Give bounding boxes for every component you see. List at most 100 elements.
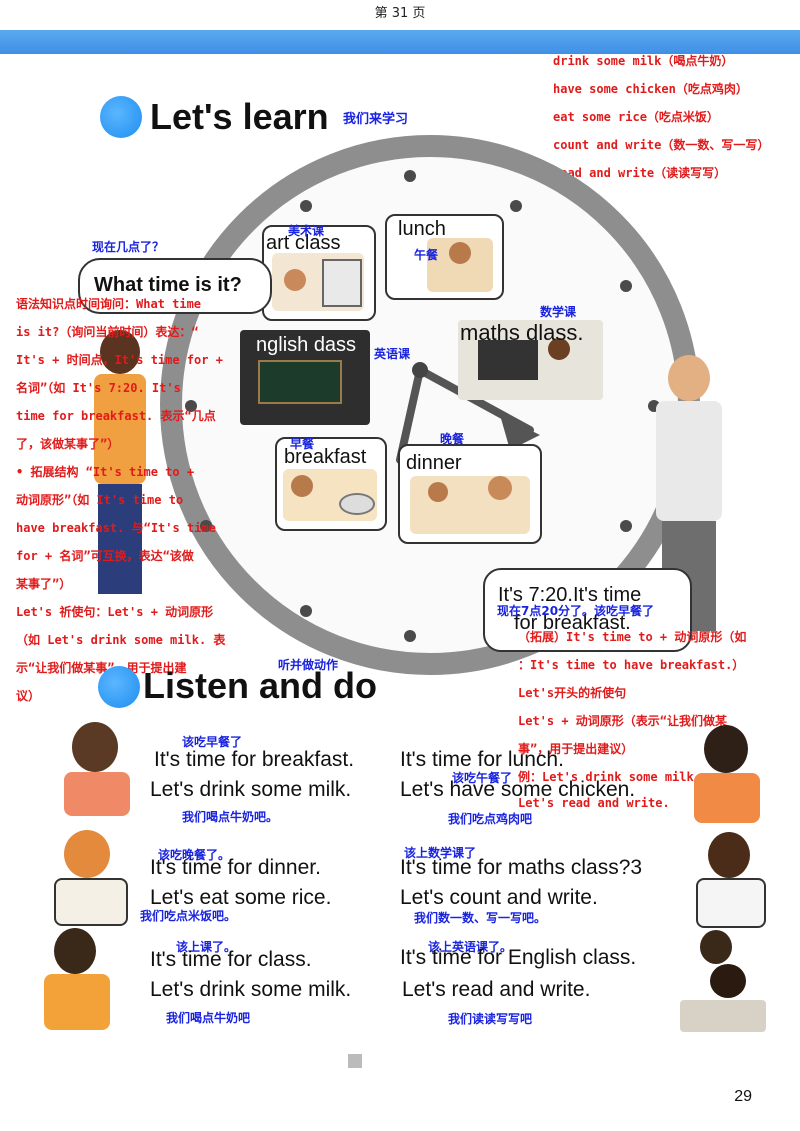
teacher-speech-cn: 现在7点20分了。该吃早餐了 [497, 604, 655, 618]
grammar-line: Let's 祈使句：Let's + 动词原形 [16, 605, 214, 619]
grammar-notes-right: （拓展）It's time to + 动词原形（如 ：It's time to … [518, 628, 746, 824]
maths-board-icon [478, 340, 538, 380]
question-text-cn: 现在几点了？ [92, 240, 165, 254]
stamp-icon [348, 1054, 362, 1068]
row2-right-cn1: 该上数学课了 [404, 846, 477, 860]
girl-head-icon [72, 722, 118, 772]
clock-tick-icon [200, 520, 212, 532]
plate-icon [339, 493, 375, 515]
grammar-line: 语法知识点时间询问：What time [16, 297, 202, 311]
boy-pants-icon [98, 484, 142, 594]
dinner-label: dinner [406, 452, 462, 474]
girl-head-icon [64, 830, 110, 878]
grammar-line: （拓展）It's time to + 动词原形（如 [518, 630, 747, 644]
teacher-speech-line1: It's 7:20.It's time [498, 584, 642, 606]
grammar-line: Let's + 动词原形（表示“让我们做某 [518, 714, 728, 728]
easel-icon [322, 259, 362, 307]
clock-tick-icon [300, 605, 312, 617]
clock-hands-icon [396, 362, 540, 464]
art-class-scene [272, 253, 364, 311]
teacher-shirt-icon [656, 401, 722, 521]
row2-right-line1: It's time for maths class?3 [400, 856, 643, 879]
grammar-line: Let's开头的祈使句 [518, 686, 627, 700]
boy-figure [90, 330, 150, 600]
breakfast-scene [283, 469, 377, 521]
phrase-item: have some chicken（吃点鸡肉） [553, 82, 748, 96]
phrase-item: eat some rice（吃点米饭） [553, 110, 719, 124]
art-class-label-cn: 美术课 [288, 224, 325, 238]
boy-shirt-icon [94, 374, 146, 484]
phrase-item: read and write（读读写写） [553, 166, 727, 180]
child-head-icon [449, 242, 471, 264]
boy-figure-5 [690, 832, 770, 928]
dinner-panel [398, 444, 542, 544]
boy-figure-3 [40, 926, 130, 1036]
dinner-label-cn: 晚餐 [440, 432, 465, 446]
section-bullet-icon [100, 96, 142, 138]
row3-right-cn1: 该上英语课了。 [428, 940, 513, 954]
maths-class-panel [458, 320, 603, 400]
clock-tick-icon [300, 200, 312, 212]
page-number: 29 [734, 1088, 752, 1105]
row1-left-line2: Let's drink some milk. [150, 778, 352, 801]
boy-shirt-icon [44, 974, 110, 1030]
clock-tick-icon [620, 280, 632, 292]
teacher-speech-bubble [483, 568, 692, 652]
child-head-icon [428, 482, 448, 502]
lunch-label: lunch [398, 218, 446, 240]
grammar-line: 示“让我们做某事”，用于提出建 [16, 661, 187, 675]
boy-head-icon [100, 330, 140, 374]
lunch-scene [427, 238, 493, 292]
grammar-line: ：It's time to have breakfast.） [518, 658, 745, 672]
clock-tick-icon [404, 630, 416, 642]
row2-right-cn2: 我们数一数、写一写吧。 [414, 911, 547, 925]
row2-left-line1: It's time for dinner. [150, 856, 321, 879]
clock-tick-icon [185, 400, 197, 412]
lunch-label-cn: 午餐 [414, 248, 439, 262]
row2-right-line2: Let's count and write. [400, 886, 598, 909]
grammar-line: 动词原形”（如 It's time to [16, 493, 184, 507]
child-head-icon [284, 269, 306, 291]
clock-tick-icon [620, 520, 632, 532]
english-class-panel [240, 330, 370, 425]
teacher-head-icon [548, 338, 570, 360]
row2-left-cn1: 该吃晚餐了。 [158, 848, 231, 862]
girl-figure-2 [46, 826, 136, 926]
breakfast-panel [275, 437, 387, 531]
row3-left-line1: It's time for class. [150, 948, 312, 971]
row1-right-line1: It's time for lunch. [400, 748, 564, 771]
boy-figure-4 [690, 725, 770, 825]
grammar-line: 事”，用于提出建议） [518, 742, 634, 756]
page-header-label: 第 31 页 [374, 6, 426, 21]
art-class-label: art class [266, 232, 341, 254]
art-class-panel [262, 225, 376, 321]
row1-right-line2: Let's have some chicken. [400, 778, 636, 801]
teacher-head-icon [668, 355, 710, 401]
phrase-item: count and write（数一数、写一写） [553, 138, 770, 152]
grammar-line: （如 Let's drink some milk. 表 [16, 633, 226, 647]
lets-learn-title-cn: 我们来学习 [343, 112, 409, 127]
students-figure [670, 930, 770, 1035]
row2-left-line2: Let's eat some rice. [150, 886, 332, 909]
maths-class-label-cn: 数学课 [540, 305, 577, 319]
grammar-line: • 拓展结构 “It's time to + [16, 465, 195, 479]
row1-left-cn2: 我们喝点牛奶吧。 [182, 810, 279, 824]
row1-left-line1: It's time for breakfast. [154, 748, 355, 771]
dinner-scene [410, 476, 530, 534]
english-class-label-cn: 英语课 [374, 347, 411, 361]
grammar-line: Let's read and write. [518, 796, 670, 810]
top-color-bar [0, 30, 800, 54]
listen-and-do-title-cn: 听并做动作 [278, 658, 339, 672]
girl-figure-1 [58, 718, 138, 818]
mother-head-icon [488, 476, 512, 500]
question-bubble [78, 258, 272, 314]
boy-shirt-icon [696, 878, 766, 928]
grammar-notes-left: 语法知识点时间询问：What time is it?（询问当前时间）表达：“ I… [16, 295, 246, 715]
grammar-line: 名词”（如 It's 7:20. It's [16, 381, 181, 395]
grammar-line: for + 名词”可互换，表达“该做 [16, 549, 194, 563]
listen-and-do-title: Listen and do [143, 665, 377, 706]
phrase-list: drink some milk（喝点牛奶） have some chicken（… [553, 52, 769, 192]
teacher-speech-line2: for breakfast. [514, 612, 631, 634]
student-head-icon [710, 964, 746, 998]
desk-icon [680, 1000, 766, 1032]
